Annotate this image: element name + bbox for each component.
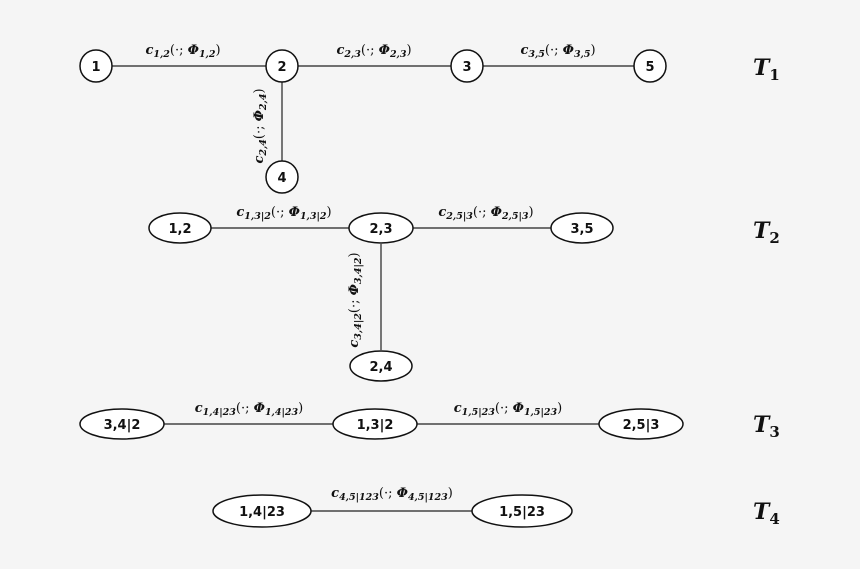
tree-label-4: T4 (753, 499, 780, 528)
node-label: 4 (277, 171, 286, 186)
node-label: 3,4|2 (104, 418, 141, 433)
edge-label-14-23: c1,4|23(·; Φ1,4|23) (195, 401, 303, 418)
node-label: 2,5|3 (623, 418, 660, 433)
edge-label-25-3: c2,5|3(·; Φ2,5|3) (438, 205, 533, 222)
node-label: 2,3 (369, 222, 392, 237)
edge-label-2-3: c2,3(·; Φ2,3) (336, 43, 411, 60)
node-label: 1,5|23 (499, 505, 545, 520)
edge-label-2-4: c2,4(·; Φ2,4) (252, 88, 269, 163)
node-2-5-given-3: 2,5|3 (598, 408, 684, 440)
node-2-3: 2,3 (348, 212, 414, 244)
node-label: 1,4|23 (239, 505, 285, 520)
tree-2: 1,2 2,3 3,5 2,4 c1,3|2(·; Φ1,3|2) c2,5|3… (148, 205, 780, 382)
node-1-4-given-23: 1,4|23 (212, 494, 312, 528)
node-1-3-given-2: 1,3|2 (332, 408, 418, 440)
node-label: 1 (91, 60, 100, 75)
node-1: 1 (79, 49, 113, 83)
node-label: 3,5 (570, 222, 593, 237)
edge-label-1-2: c1,2(·; Φ1,2) (145, 43, 220, 60)
tree-4: 1,4|23 1,5|23 c4,5|123(·; Φ4,5|123) T4 (212, 486, 780, 528)
tree-3: 3,4|2 1,3|2 2,5|3 c1,4|23(·; Φ1,4|23) c1… (79, 401, 780, 441)
tree-label-3: T3 (753, 412, 780, 441)
node-1-2: 1,2 (148, 212, 212, 244)
node-label: 1,2 (168, 222, 191, 237)
node-label: 1,3|2 (357, 418, 394, 433)
node-3-5: 3,5 (550, 212, 614, 244)
tree-label-1: T1 (753, 55, 780, 84)
node-3-4-given-2: 3,4|2 (79, 408, 165, 440)
edge-label-15-23: c1,5|23(·; Φ1,5|23) (454, 401, 562, 418)
edge-label-13-2: c1,3|2(·; Φ1,3|2) (236, 205, 331, 222)
node-3: 3 (450, 49, 484, 83)
node-2: 2 (265, 49, 299, 83)
edge-label-3-5: c3,5(·; Φ3,5) (520, 43, 595, 60)
node-label: 3 (462, 60, 471, 75)
node-label: 2,4 (369, 360, 392, 375)
node-5: 5 (633, 49, 667, 83)
tree-1: 1 2 3 5 4 c1,2(·; Φ1,2) c2,3(·; Φ2,3) c3… (79, 43, 780, 194)
node-label: 5 (645, 60, 654, 75)
tree-label-2: T2 (753, 218, 780, 247)
edge-label-34-2: c3,4|2(·; Φ3,4|2) (347, 252, 364, 347)
node-4: 4 (265, 160, 299, 194)
edge-label-45-123: c4,5|123(·; Φ4,5|123) (331, 486, 453, 503)
node-1-5-given-23: 1,5|23 (471, 494, 573, 528)
node-2-4: 2,4 (349, 350, 413, 382)
node-label: 2 (277, 60, 286, 75)
